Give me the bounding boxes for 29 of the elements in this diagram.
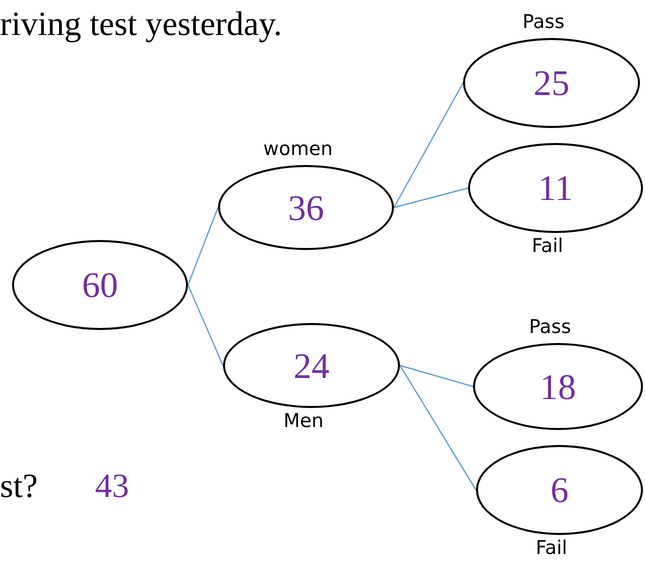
count-value: 24 (294, 348, 330, 384)
ellipse-node (473, 343, 643, 430)
ellipse-node (12, 240, 188, 330)
branch-label: Fail (536, 539, 568, 558)
connector-line (187, 207, 219, 286)
branch-label: women (263, 140, 333, 159)
connector-line (187, 284, 224, 366)
question-text: st? (0, 470, 38, 504)
branch-label: Men (283, 412, 324, 431)
ellipse-node (468, 143, 643, 233)
count-value: 60 (82, 267, 118, 303)
count-value: 36 (288, 190, 324, 226)
ellipse-node (463, 38, 640, 128)
count-value: 6 (550, 472, 568, 508)
question-text: riving test yesterday. (0, 8, 282, 42)
count-value: 18 (540, 368, 576, 404)
connector-line (394, 187, 468, 208)
connector-line (399, 365, 477, 490)
branch-label: Fail (532, 237, 564, 256)
ellipse-node (218, 165, 394, 250)
branch-label: Pass (522, 13, 565, 32)
count-value: 11 (538, 170, 573, 206)
answer-value: 43 (95, 470, 129, 504)
count-value: 25 (534, 65, 570, 101)
connector-line (393, 82, 464, 208)
ellipse-node (476, 445, 643, 535)
branch-label: Pass (528, 318, 572, 337)
connector-line (400, 364, 474, 388)
ellipse-node (223, 323, 400, 408)
